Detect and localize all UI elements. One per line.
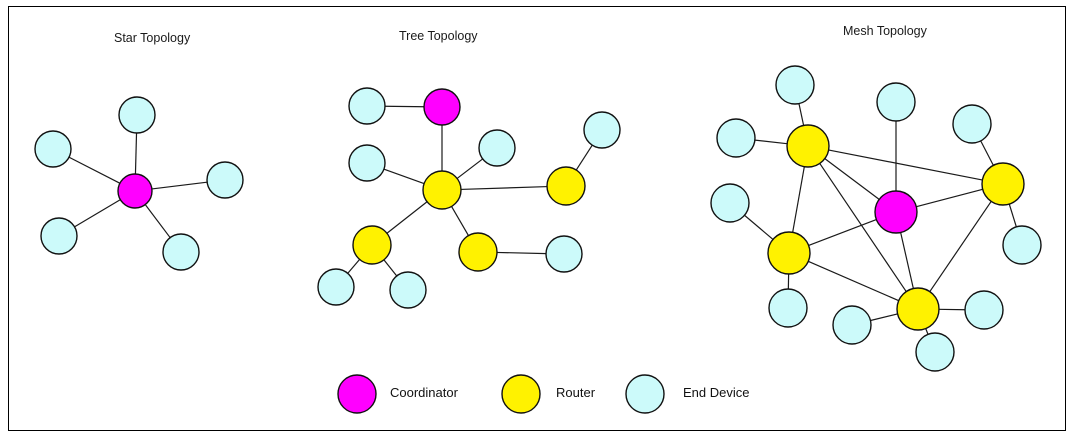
edge xyxy=(134,131,138,176)
edge xyxy=(150,181,209,190)
legend-label-end-device: End Device xyxy=(683,385,750,400)
node-end-device[interactable] xyxy=(832,305,872,345)
panel-title-mesh: Mesh Topology xyxy=(843,24,927,38)
edge xyxy=(979,139,995,167)
node-end-device[interactable] xyxy=(768,288,808,328)
edge xyxy=(1008,202,1018,228)
edge xyxy=(144,203,172,239)
edge xyxy=(455,157,484,180)
node-coordinator[interactable] xyxy=(117,173,153,209)
edge xyxy=(899,231,915,290)
nodes-layer xyxy=(34,65,1042,372)
legend-marker-coordinator xyxy=(337,374,377,414)
node-end-device[interactable] xyxy=(964,290,1004,330)
node-end-device[interactable] xyxy=(118,96,156,134)
legend-label-router: Router xyxy=(556,385,596,400)
node-end-device[interactable] xyxy=(206,161,244,199)
edge xyxy=(743,214,775,241)
panel-title-tree: Tree Topology xyxy=(399,29,478,43)
edge xyxy=(823,157,881,201)
edge xyxy=(575,143,594,172)
node-end-device[interactable] xyxy=(348,144,386,182)
edge xyxy=(869,313,899,322)
node-end-device[interactable] xyxy=(34,130,72,168)
edge xyxy=(382,168,426,185)
edge xyxy=(753,139,789,145)
edge xyxy=(67,156,122,185)
edge xyxy=(346,258,361,275)
node-end-device[interactable] xyxy=(915,332,955,372)
node-router[interactable] xyxy=(546,166,586,206)
node-end-device[interactable] xyxy=(545,235,583,273)
node-coordinator[interactable] xyxy=(423,88,461,126)
node-end-device[interactable] xyxy=(583,111,621,149)
edge xyxy=(495,251,548,255)
panel-title-star: Star Topology xyxy=(114,31,191,45)
edge xyxy=(382,258,398,278)
legend-marker-end-device xyxy=(625,374,665,414)
node-router[interactable] xyxy=(458,232,498,272)
edge xyxy=(798,102,805,127)
node-router[interactable] xyxy=(422,170,462,210)
node-end-device[interactable] xyxy=(1002,225,1042,265)
edge xyxy=(73,198,122,228)
edge xyxy=(915,188,984,208)
edge xyxy=(827,149,984,181)
edges-layer xyxy=(67,102,1018,336)
edge xyxy=(383,105,426,108)
node-end-device[interactable] xyxy=(710,183,750,223)
node-router[interactable] xyxy=(896,287,940,331)
node-router[interactable] xyxy=(786,124,830,168)
edge xyxy=(450,205,470,237)
node-coordinator[interactable] xyxy=(874,190,918,234)
node-end-device[interactable] xyxy=(775,65,815,105)
node-router[interactable] xyxy=(352,225,392,265)
node-router[interactable] xyxy=(981,162,1025,206)
legend-label-coordinator: Coordinator xyxy=(390,385,458,400)
node-end-device[interactable] xyxy=(478,129,516,167)
node-end-device[interactable] xyxy=(40,217,78,255)
node-end-device[interactable] xyxy=(348,87,386,125)
edge xyxy=(818,162,908,293)
edge xyxy=(807,260,900,302)
node-end-device[interactable] xyxy=(389,271,427,309)
legend-marker-router xyxy=(501,374,541,414)
node-end-device[interactable] xyxy=(716,118,756,158)
edge xyxy=(928,200,993,293)
node-end-device[interactable] xyxy=(162,233,200,271)
legend-markers xyxy=(337,374,665,414)
node-end-device[interactable] xyxy=(952,104,992,144)
edge xyxy=(791,165,806,234)
edge xyxy=(807,218,878,247)
edge xyxy=(385,200,429,235)
node-end-device[interactable] xyxy=(876,82,916,122)
node-router[interactable] xyxy=(767,231,811,275)
edge xyxy=(459,185,549,191)
node-end-device[interactable] xyxy=(317,268,355,306)
